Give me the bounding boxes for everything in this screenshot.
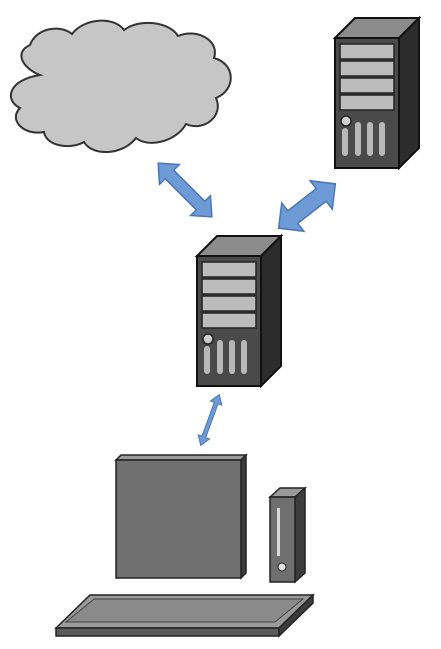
cloud-icon xyxy=(9,19,232,154)
cloud-server-link-arrow xyxy=(157,162,213,218)
remote-server-icon xyxy=(334,17,420,169)
monitor-icon xyxy=(114,453,248,580)
server-server-link-arrow xyxy=(277,179,337,233)
server-client-link-arrow xyxy=(197,393,223,447)
desktop-computer-icon xyxy=(54,453,315,638)
keyboard-icon xyxy=(54,593,315,638)
tower-icon xyxy=(268,486,307,584)
local-server-icon xyxy=(196,235,282,387)
